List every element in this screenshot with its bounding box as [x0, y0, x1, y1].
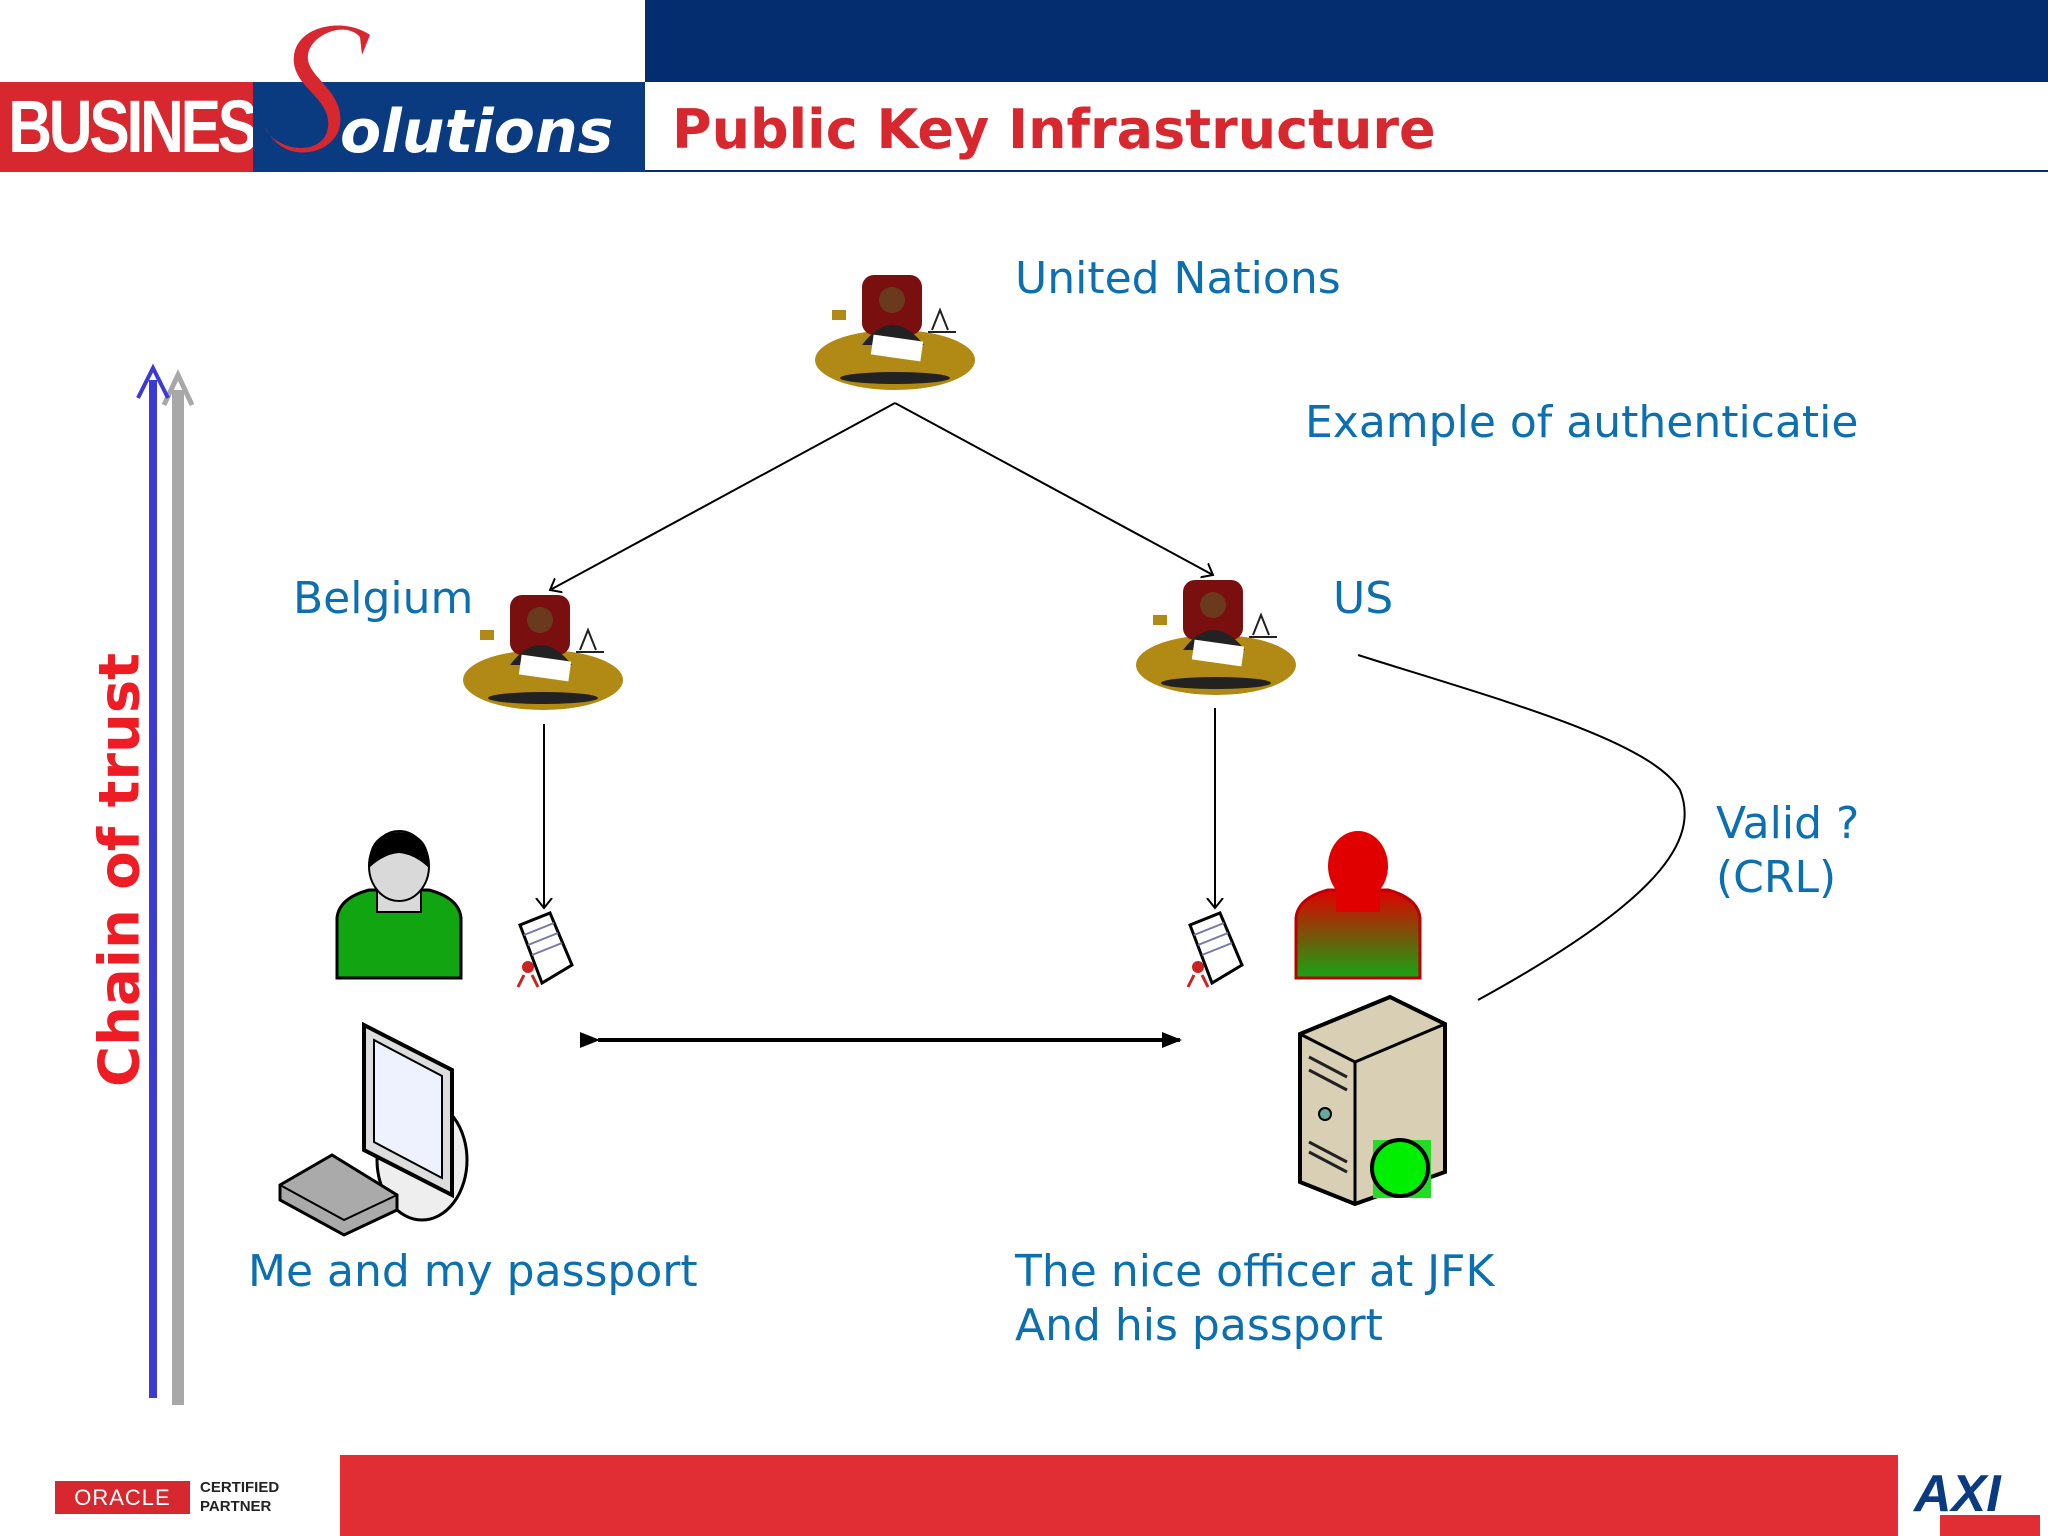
connector-un-to-belgium [550, 402, 896, 590]
computer-icon [278, 1021, 469, 1237]
header-rule [645, 170, 2048, 172]
logo-solutions-text: olutions [340, 97, 614, 167]
axi-logo-text: AXI [1912, 1465, 2002, 1523]
axi-logo-icon: AXI [1912, 1465, 2040, 1536]
header-navy-band [645, 0, 2048, 82]
caption-me-passport: Me and my passport [248, 1246, 698, 1297]
caption-officer-line2: And his passport [1015, 1300, 1383, 1351]
partner-text: PARTNER [200, 1498, 272, 1515]
logo-s-swash-icon [264, 25, 370, 153]
label-chain-of-trust: Chain of trust [87, 653, 153, 1087]
label-belgium: Belgium [293, 573, 474, 624]
label-united-nations: United Nations [1015, 253, 1341, 304]
oracle-logo: ORACLE [55, 1481, 190, 1514]
person-me-icon [335, 830, 463, 980]
passport-officer-icon [1186, 911, 1244, 988]
passport-me-icon [516, 911, 574, 988]
server-icon [1298, 994, 1447, 1207]
footer-red-band [340, 1455, 1898, 1536]
label-crl: (CRL) [1716, 852, 1837, 903]
page-title: Public Key Infrastructure [672, 98, 1436, 161]
chain-of-trust-arrow [136, 363, 195, 1405]
label-valid: Valid ? [1716, 798, 1860, 849]
label-example-authenticatie: Example of authenticatie [1305, 397, 1859, 448]
connector-un-to-us [894, 402, 1213, 575]
caption-officer-line1: The nice officer at JFK [1015, 1246, 1495, 1297]
oracle-certified-partner: CERTIFIED PARTNER [200, 1478, 279, 1516]
judge-us-icon [1136, 580, 1296, 695]
judge-belgium-icon [463, 595, 623, 710]
logo-business-text: BUSINESS [0, 82, 253, 172]
label-us: US [1333, 573, 1394, 624]
certified-text: CERTIFIED [200, 1479, 280, 1496]
person-officer-icon [1294, 831, 1422, 980]
connector-crl-check [1357, 654, 1686, 1001]
judge-un-icon [815, 275, 975, 390]
